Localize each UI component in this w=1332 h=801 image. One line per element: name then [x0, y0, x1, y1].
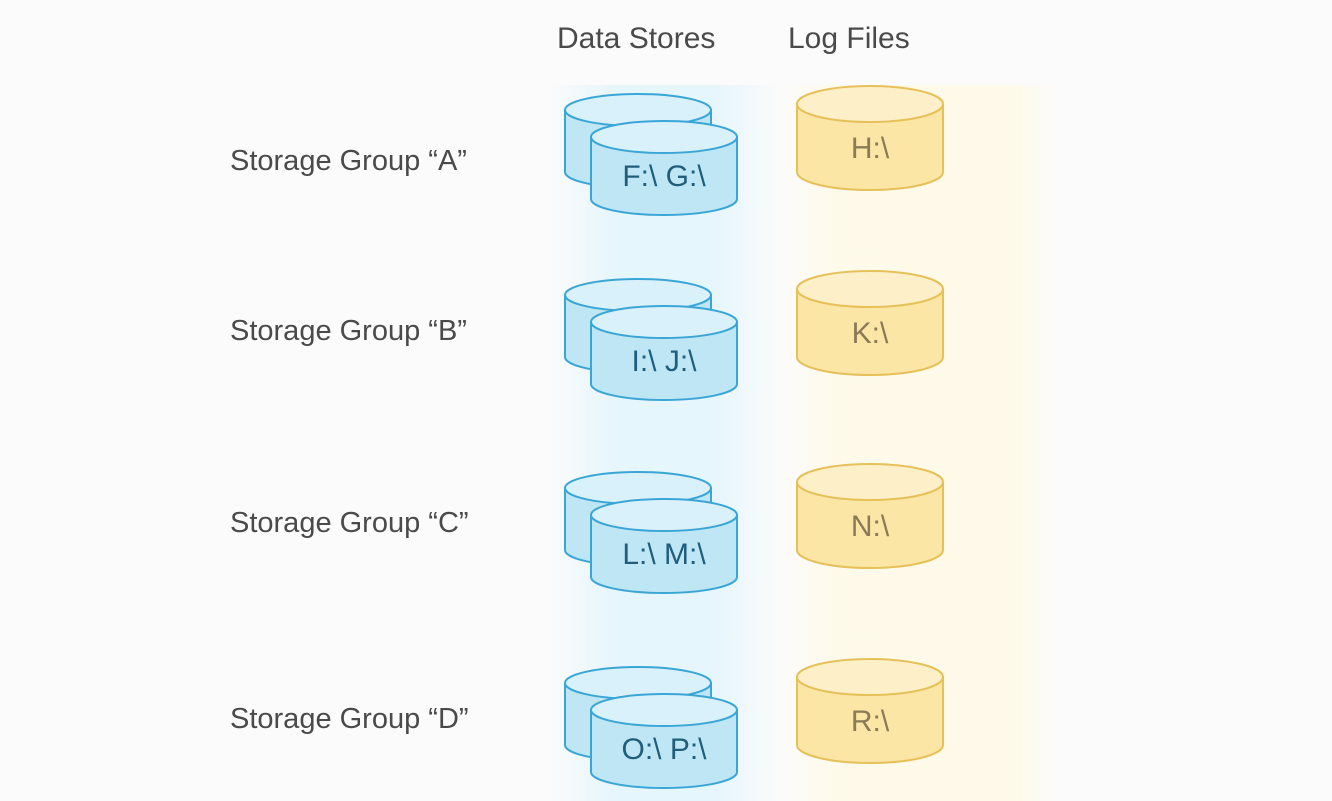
data-store-front-cylinder-c: [590, 498, 738, 594]
log-drive-label-a: H:\: [851, 132, 890, 165]
log-file-cylinder-a: [796, 85, 944, 191]
log-file-cylinder-d: [796, 658, 944, 764]
storage-group-a-label: Storage Group “A”: [230, 145, 467, 177]
data-drives-label-d: O:\ P:\: [621, 733, 707, 766]
data-drives-label-a: F:\ G:\: [622, 160, 706, 193]
data-drives-label-c: L:\ M:\: [622, 538, 706, 571]
data-store-front-cylinder-d: [590, 693, 738, 789]
storage-group-b-label: Storage Group “B”: [230, 315, 467, 347]
log-drive-label-c: N:\: [851, 510, 890, 543]
storage-group-d-label: Storage Group “D”: [230, 703, 469, 735]
data-stores-header: Data Stores: [557, 22, 716, 55]
log-drive-label-b: K:\: [852, 317, 889, 350]
log-files-header: Log Files: [788, 22, 910, 55]
log-file-cylinder-b: [796, 270, 944, 376]
log-drive-label-d: R:\: [851, 705, 890, 738]
data-store-front-cylinder-a: [590, 120, 738, 216]
data-store-front-cylinder-b: [590, 305, 738, 401]
storage-group-c-label: Storage Group “C”: [230, 507, 469, 539]
data-drives-label-b: I:\ J:\: [631, 345, 697, 378]
log-file-cylinder-c: [796, 463, 944, 569]
